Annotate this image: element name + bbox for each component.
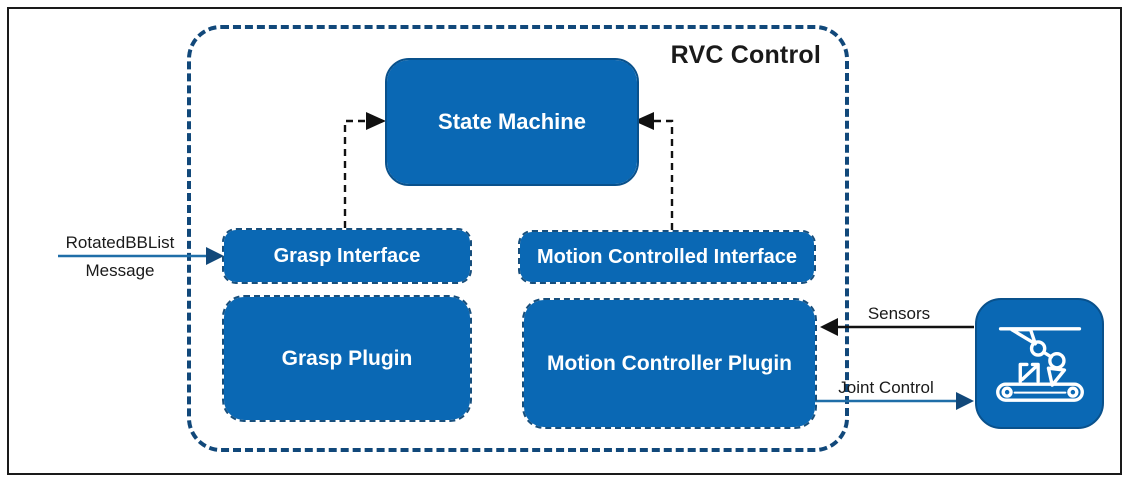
motion-controller-plugin-label: Motion Controller Plugin: [547, 351, 792, 375]
message-label: Message: [85, 261, 155, 280]
rotatedbblist-label: RotatedBBList: [65, 233, 175, 252]
state-machine-label: State Machine: [438, 109, 586, 134]
motion-controlled-interface-node: Motion Controlled Interface: [518, 230, 816, 284]
grasp-interface-label: Grasp Interface: [273, 244, 421, 267]
grasp-plugin-node: Grasp Plugin: [222, 295, 472, 422]
rvc-control-group: RVC Control: [187, 25, 849, 452]
motion-controlled-interface-label: Motion Controlled Interface: [537, 245, 797, 268]
joint-control-label: Joint Control: [838, 378, 934, 397]
grasp-plugin-label: Grasp Plugin: [281, 346, 413, 370]
state-machine-node: State Machine: [385, 58, 639, 186]
robot-arm-conveyor-icon: [995, 326, 1084, 402]
motion-controller-plugin-node: Motion Controller Plugin: [522, 298, 817, 429]
grasp-interface-node: Grasp Interface: [222, 228, 472, 284]
robot-cell-tile: [975, 298, 1104, 429]
rvc-control-title: RVC Control: [670, 41, 821, 69]
sensors-label: Sensors: [867, 304, 931, 323]
